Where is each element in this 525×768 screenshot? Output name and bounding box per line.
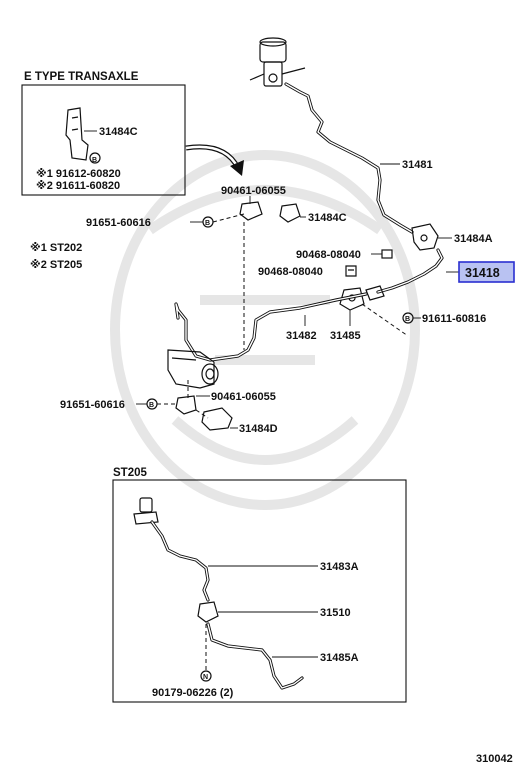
- main-assembly: 31481 31484A 90468-08040 90468-08040 314…: [60, 37, 515, 435]
- tube-31485A-label: 31485A: [320, 652, 359, 664]
- bracket-31484D-icon: [201, 407, 233, 431]
- bracket-31484A-label: 31484A: [454, 233, 493, 245]
- bolt-left-lower-label: 91651-60616: [60, 399, 125, 411]
- legend-line-2: ※2 ST205: [30, 259, 82, 271]
- tube-31485A: [206, 622, 304, 690]
- nut-label: 90179-06226 (2): [152, 687, 234, 699]
- tube-31481-label: 31481: [402, 159, 433, 171]
- nut-icon: [200, 670, 212, 682]
- tube-31483A-label: 31483A: [320, 561, 359, 573]
- bolt-left-lower-letter: B: [149, 402, 154, 409]
- etype-bolt-note-1: ※1 91612-60820: [36, 168, 121, 180]
- etype-inset: E TYPE TRANSAXLE 31484C B ※1 91612-60820…: [21, 71, 186, 196]
- bracket-31485-icon: [339, 287, 365, 311]
- hose-31418-highlight[interactable]: [458, 261, 515, 283]
- clip-lower-icon: [175, 395, 197, 415]
- bracket-31484D-label: 31484D: [239, 423, 278, 435]
- etype-title: E TYPE TRANSAXLE: [24, 71, 139, 83]
- reservoir-icon: [249, 37, 306, 87]
- legend-line-1: ※1 ST202: [30, 242, 82, 254]
- clip-right-upper-icon: [381, 249, 393, 259]
- clip-lower-label: 90461-06055: [211, 391, 276, 403]
- bracket-31485-label: 31485: [330, 330, 361, 342]
- bracket-31484C-label: 31484C: [308, 212, 347, 224]
- etype-bracket-label: 31484C: [99, 126, 138, 138]
- etype-bolt-note-2: ※2 91611-60820: [36, 180, 120, 192]
- st205-inset: ST205 31483A 31510 31485A N 90179-06226 …: [112, 467, 407, 703]
- clip-right-upper-label: 90468-08040: [296, 249, 361, 261]
- release-cylinder-icon: [167, 349, 219, 389]
- st205-title: ST205: [113, 467, 147, 479]
- part-31510-icon: [197, 601, 219, 623]
- bolt-left-upper-label: 91651-60616: [86, 217, 151, 229]
- bolt-left-upper-letter: B: [205, 220, 210, 227]
- st205-cylinder-icon: [133, 497, 159, 525]
- etype-bolt-letter: B: [92, 157, 97, 164]
- bolt-right-label: 91611-60816: [422, 313, 486, 325]
- part-31510-label: 31510: [320, 607, 351, 619]
- clip-upper-label: 90461-06055: [221, 185, 286, 197]
- bracket-31484A-icon: [411, 223, 439, 251]
- hose-31418-label[interactable]: 31418: [465, 266, 500, 280]
- nut-letter: N: [203, 674, 208, 681]
- clip-right-lower-label: 90468-08040: [258, 266, 323, 278]
- watermark-emblem: [110, 150, 420, 510]
- clip-upper-icon: [239, 201, 263, 221]
- tube-31482-label: 31482: [286, 330, 317, 342]
- etype-box: [21, 84, 186, 196]
- bracket-31484C-icon: [279, 203, 301, 223]
- diagram-code: 310042: [476, 753, 513, 765]
- hose-31418-fitting: [365, 285, 385, 301]
- etype-bolt-icon: [89, 152, 101, 164]
- etype-bracket-detail: [71, 116, 79, 131]
- arrow-head: [230, 160, 244, 176]
- clip-right-lower-icon: [345, 265, 357, 277]
- bolt-right-letter: B: [405, 316, 410, 323]
- etype-bracket-shape: [65, 107, 89, 161]
- bolt-right-dashline: [361, 303, 409, 337]
- st205-box: [112, 479, 407, 703]
- inset-pointer-arrow: [185, 144, 244, 176]
